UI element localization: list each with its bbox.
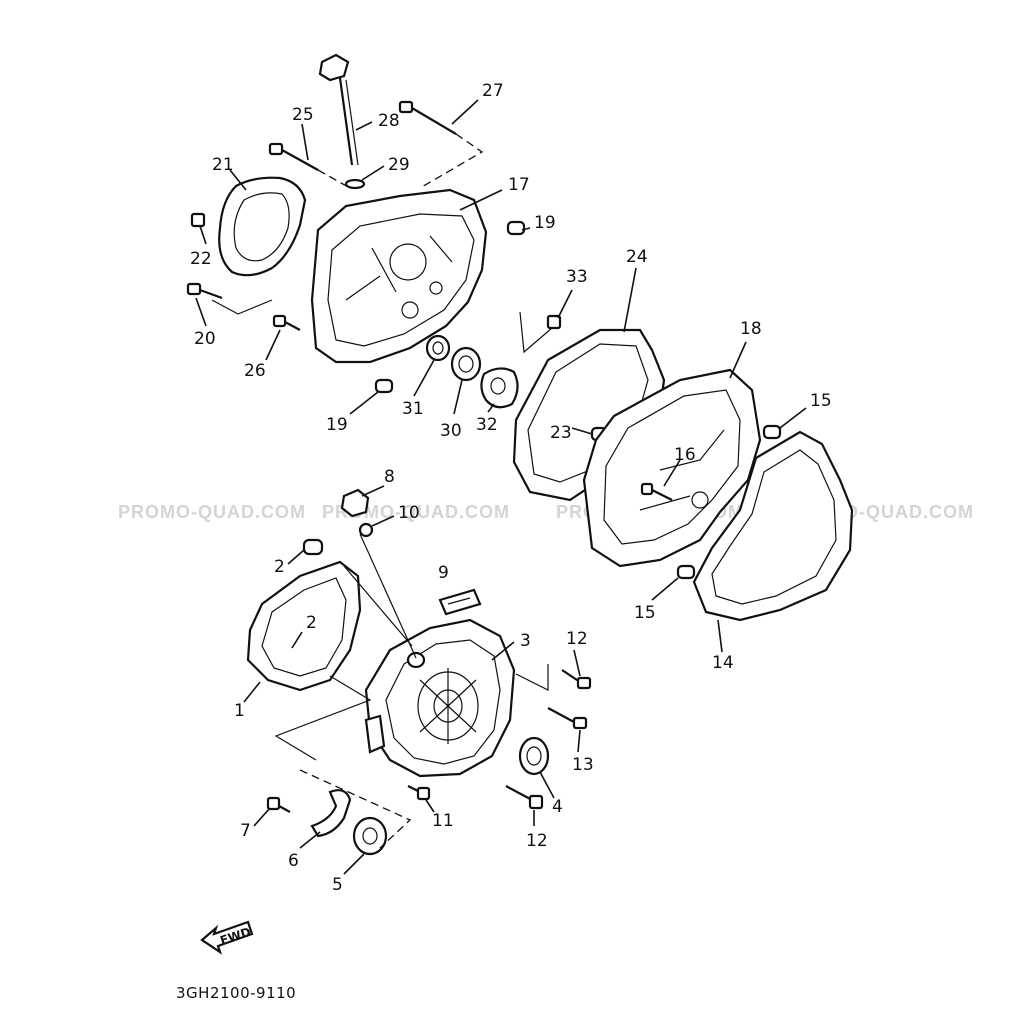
- bolt-part: [268, 142, 319, 171]
- callout-5: 5: [332, 875, 343, 895]
- dipstick-part: [318, 53, 359, 166]
- bolt-part: [272, 314, 301, 331]
- callout-33: 33: [566, 267, 588, 287]
- bolt-part: [407, 785, 431, 801]
- bolt-part: [266, 796, 291, 813]
- callout-8: 8: [384, 467, 395, 487]
- callout-30: 30: [440, 421, 462, 441]
- gasket-part: [692, 430, 854, 622]
- callout-23: 23: [550, 423, 572, 443]
- callout-27: 27: [482, 81, 504, 101]
- inspection-cover-part: [218, 176, 307, 277]
- clutch-cover-part: [364, 618, 516, 778]
- callout-14: 14: [712, 653, 734, 673]
- callout-19: 19: [534, 213, 556, 233]
- callout-3: 3: [520, 631, 531, 651]
- dowel-pin-part: [506, 220, 526, 236]
- callout-9: 9: [438, 563, 449, 583]
- breather-cap-part: [340, 488, 370, 518]
- callout-28: 28: [378, 111, 400, 131]
- screw-part: [546, 314, 562, 330]
- callout-17: 17: [508, 175, 530, 195]
- callout-25: 25: [292, 105, 314, 125]
- callout-21: 21: [212, 155, 234, 175]
- bolt-part: [640, 482, 673, 501]
- bolt-part: [398, 100, 457, 135]
- callout-13: 13: [572, 755, 594, 775]
- bolt-part: [190, 212, 206, 228]
- bearing-part: [352, 816, 388, 856]
- bolt-part: [547, 707, 588, 730]
- callout-10: 10: [398, 503, 420, 523]
- callout-1: 1: [234, 701, 245, 721]
- bearing-part: [450, 346, 482, 382]
- callout-2b: 2: [306, 613, 317, 633]
- watermark: PROMO-QUAD.COM: [322, 502, 510, 522]
- bolt-part: [186, 282, 223, 300]
- callout-32: 32: [476, 415, 498, 435]
- callout-26: 26: [244, 361, 266, 381]
- o-ring-part: [344, 178, 366, 190]
- dowel-pin-part: [762, 424, 782, 440]
- callout-29: 29: [388, 155, 410, 175]
- part-code: 3GH2100-9110: [176, 984, 296, 1002]
- bolt-part: [505, 785, 544, 810]
- callout-15b: 15: [634, 603, 656, 623]
- callout-12: 12: [566, 629, 588, 649]
- bearing-retainer-part: [310, 789, 352, 838]
- crankcase-cover-part: [310, 188, 488, 364]
- watermark: PROMO-QUAD.COM: [118, 502, 306, 522]
- dowel-pin-part: [676, 564, 696, 580]
- bearing-retainer-part: [480, 367, 519, 409]
- callout-6: 6: [288, 851, 299, 871]
- callout-12b: 12: [526, 831, 548, 851]
- fwd-label: FWD: [218, 925, 252, 948]
- callout-22: 22: [190, 249, 212, 269]
- dowel-pin-part: [374, 378, 394, 394]
- callout-4: 4: [552, 797, 563, 817]
- callout-11: 11: [432, 811, 454, 831]
- callout-18: 18: [740, 319, 762, 339]
- callout-24: 24: [626, 247, 648, 267]
- crankcase-housing-part: [582, 368, 762, 568]
- dowel-pin-part: [302, 538, 324, 556]
- o-ring-part: [358, 522, 374, 538]
- callout-2: 2: [274, 557, 285, 577]
- label-part: [438, 588, 482, 616]
- oil-seal-part: [425, 334, 451, 362]
- forward-arrow-icon: FWD: [200, 920, 254, 955]
- callout-20: 20: [194, 329, 216, 349]
- callout-19b: 19: [326, 415, 348, 435]
- callout-numbers: 27 28 29 25 21 17 19 22 20 26 19 31 30 3…: [190, 81, 832, 895]
- callout-15: 15: [810, 391, 832, 411]
- bolt-part: [561, 669, 592, 690]
- callout-leaders: [195, 99, 807, 875]
- gasket-part: [246, 560, 362, 692]
- callout-16: 16: [674, 445, 696, 465]
- callout-7: 7: [240, 821, 251, 841]
- callout-31: 31: [402, 399, 424, 419]
- oil-seal-part: [518, 736, 550, 776]
